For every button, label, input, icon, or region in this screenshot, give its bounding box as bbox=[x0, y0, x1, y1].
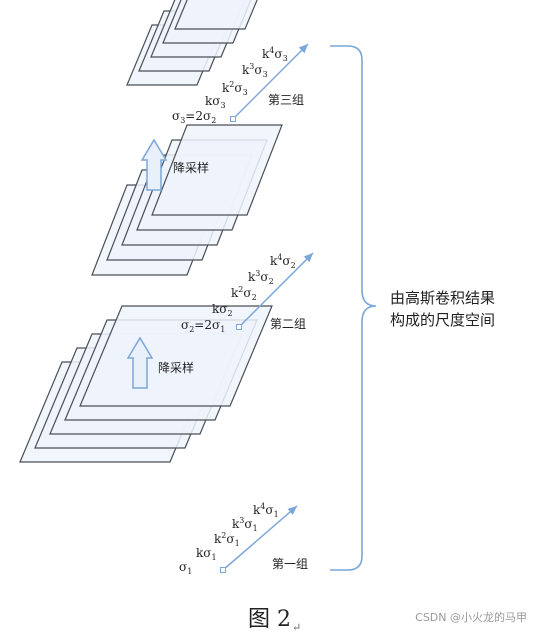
brace-label-line1: 由高斯卷积结果 bbox=[390, 289, 495, 307]
sigma-label-g1-0: σ1​ bbox=[179, 560, 192, 576]
return-mark: ↵ bbox=[292, 621, 302, 634]
watermark: CSDN @小火龙的马甲 bbox=[415, 611, 527, 624]
image-plane-g3-5 bbox=[174, 0, 258, 30]
sigma-label-g3-0: σ3​=2σ2​ bbox=[172, 109, 216, 125]
sigma-label-g3-1: kσ3​ bbox=[205, 94, 226, 110]
sigma-label-g3-4: k4​σ3​ bbox=[262, 46, 288, 63]
sigma-label-g1-3: k3​σ1​ bbox=[232, 516, 258, 533]
sigma-label-g2-3: k3​σ2​ bbox=[248, 269, 274, 286]
image-stacks bbox=[19, 0, 283, 463]
group-label-3: 第三组 bbox=[268, 93, 304, 107]
group-label-1: 第一组 bbox=[272, 557, 308, 571]
scale-arrow-line-g1 bbox=[222, 505, 298, 571]
scale-arrow-line-g3 bbox=[232, 43, 309, 120]
downsample-arrow-lower bbox=[126, 336, 154, 389]
sigma-label-g3-3: k3​σ3​ bbox=[242, 62, 268, 79]
scale-space-brace bbox=[330, 45, 377, 571]
scale-arrow-line-g2 bbox=[238, 252, 314, 328]
downsample-label-upper: 降采样 bbox=[173, 160, 209, 175]
sigma-label-g2-2: k2​σ2​ bbox=[231, 285, 257, 302]
sigma-label-g3-2: k2​σ3​ bbox=[222, 80, 248, 97]
scale-arrow-start-g3 bbox=[230, 116, 236, 122]
brace-label-line2: 构成的尺度空间 bbox=[390, 311, 495, 329]
sigma-label-g1-4: k4​σ1​ bbox=[253, 502, 279, 519]
sigma-label-g2-0: σ2​=2σ1​ bbox=[181, 318, 225, 334]
scale-arrows bbox=[220, 43, 314, 573]
sigma-labels: σ3​=2σ2​kσ3​k2​σ3​k3​σ3​k4​σ3​σ2​=2σ1​kσ… bbox=[172, 46, 296, 576]
sigma-label-g2-4: k4​σ2​ bbox=[270, 253, 296, 270]
scale-arrow-head-g3 bbox=[298, 44, 308, 54]
image-plane-g2-5 bbox=[151, 124, 283, 216]
downsample-arrow-upper bbox=[140, 138, 168, 191]
sigma-label-g1-1: kσ1​ bbox=[196, 546, 217, 562]
downsample-label-lower: 降采样 bbox=[158, 360, 194, 375]
scale-arrow-start-g1 bbox=[220, 567, 226, 573]
image-plane-g1-5 bbox=[79, 305, 273, 407]
scale-arrow-start-g2 bbox=[236, 324, 242, 330]
group-label-2: 第二组 bbox=[270, 317, 306, 331]
scale-arrow-head-g2 bbox=[303, 253, 313, 263]
sigma-label-g1-2: k2​σ1​ bbox=[214, 531, 240, 548]
figure-caption: 图 2↵ bbox=[248, 607, 302, 634]
scale-arrow-head-g1 bbox=[287, 506, 297, 515]
sigma-label-g2-1: kσ2​ bbox=[212, 302, 233, 318]
